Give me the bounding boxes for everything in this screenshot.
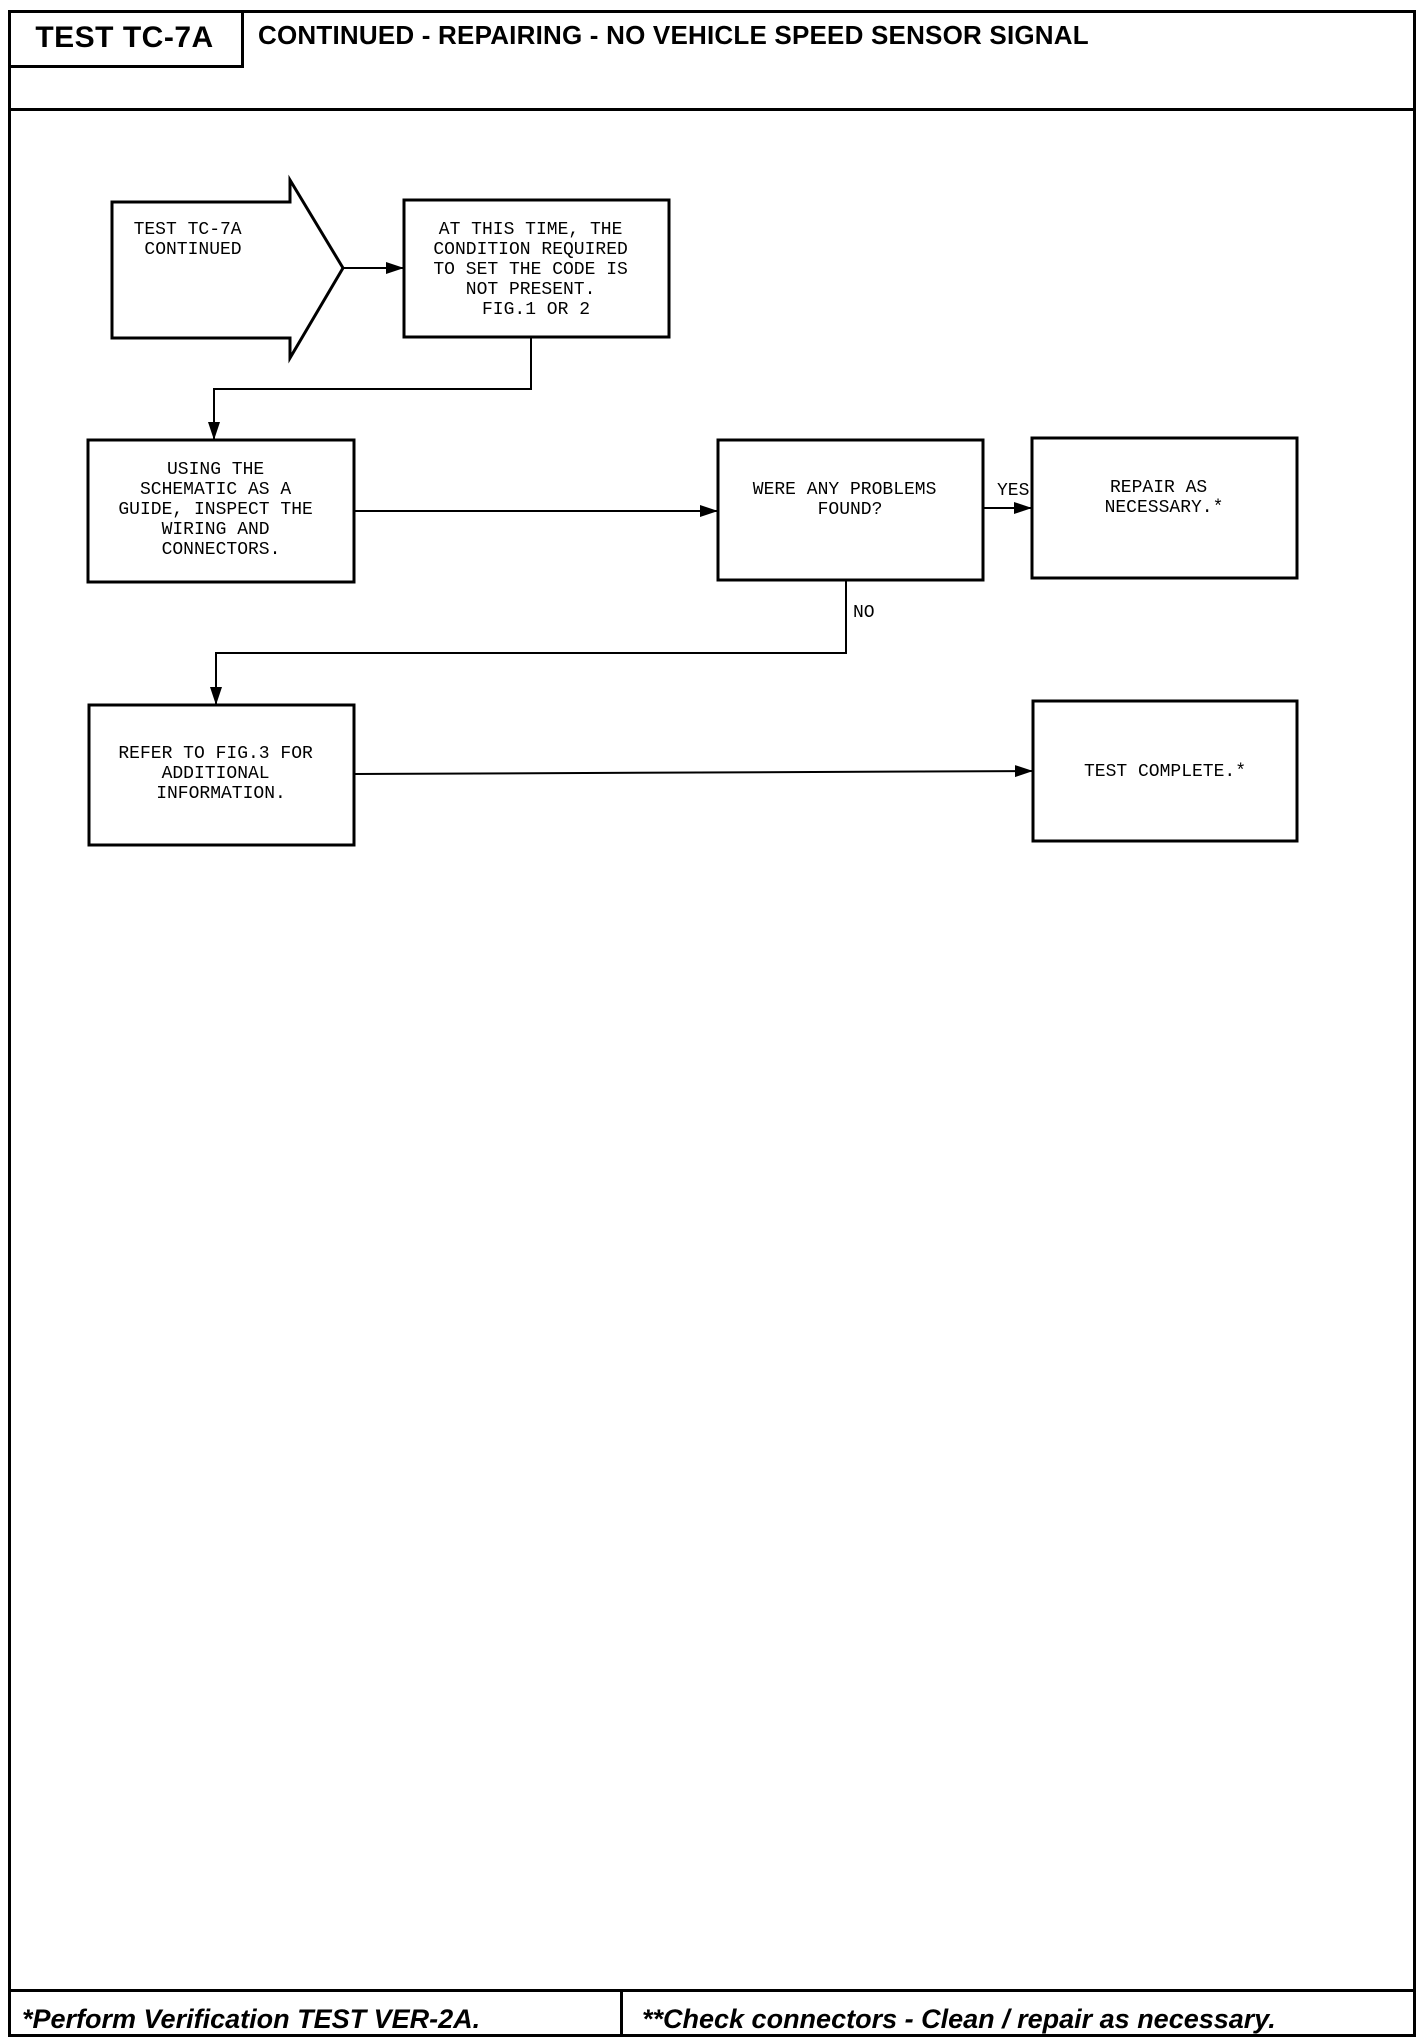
- refer-box: [87, 703, 356, 847]
- refer-box-text: REFER TO FIG.3 FOR ADDITIONAL INFORMATIO…: [118, 744, 323, 804]
- question-box: [716, 438, 985, 582]
- page-frame: [8, 10, 1416, 2037]
- connector-condition-to-inspect: [208, 337, 532, 440]
- header-divider: [8, 108, 1416, 111]
- condition-box: [402, 198, 671, 339]
- flowchart: TEST TC-7A CONTINUED AT THIS TIME, THE C…: [86, 174, 1299, 847]
- start-arrow-shape: [110, 174, 345, 364]
- connector-refer-to-complete: [353, 765, 1034, 778]
- repair-box-text: REPAIR AS NECESSARY.*: [1105, 478, 1224, 518]
- complete-box-text: TEST COMPLETE.*: [1084, 762, 1246, 782]
- repair-box: [1030, 436, 1299, 580]
- complete-box: [1031, 699, 1299, 843]
- connector-question-to-refer: [210, 580, 847, 705]
- no-label: NO: [853, 603, 875, 623]
- start-arrow-label: TEST TC-7A CONTINUED: [134, 220, 253, 260]
- footer-connectors-note: **Check connectors - Clean / repair as n…: [642, 2004, 1276, 2034]
- test-id-label: TEST TC-7A: [8, 10, 244, 68]
- footer-divider: [8, 1989, 1416, 1992]
- question-box-text: WERE ANY PROBLEMS FOUND?: [753, 480, 947, 520]
- condition-box-text: AT THIS TIME, THE CONDITION REQUIRED TO …: [433, 220, 638, 320]
- footer-separator: [620, 1992, 623, 2037]
- footer-verification-note: *Perform Verification TEST VER-2A.: [22, 2004, 481, 2034]
- yes-label: YES: [997, 481, 1029, 501]
- page-title: CONTINUED - REPAIRING - NO VEHICLE SPEED…: [258, 20, 1089, 50]
- inspect-box-text: USING THE SCHEMATIC AS A GUIDE, INSPECT …: [118, 460, 323, 560]
